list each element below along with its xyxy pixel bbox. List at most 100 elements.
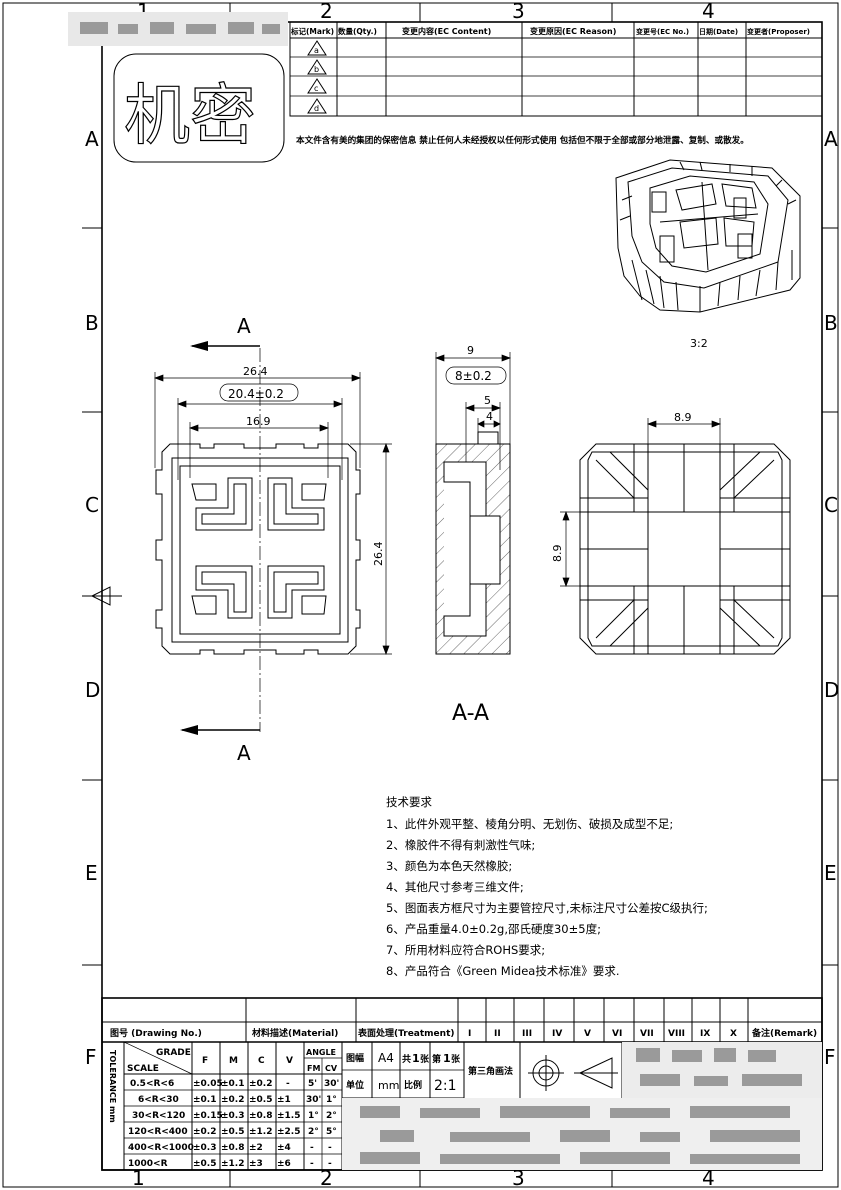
row-5-f: ±0.3 (193, 1143, 216, 1153)
revision-table (289, 21, 823, 117)
treatment-label: 表面处理(Treatment) (357, 1027, 455, 1039)
grade-col-f: F (202, 1056, 208, 1066)
row-5-cv: - (328, 1143, 332, 1153)
drawing-no-label: 图号 (Drawing No.) (110, 1028, 202, 1039)
isometric-view (615, 159, 801, 313)
projection-label: 第三角画法 (468, 1065, 513, 1077)
zone-letter-right-c: C (824, 493, 838, 517)
tolerance-row-4: 120<R<400 ±0.2 ±0.5 ±1.2 ±2.5 2° 5° (128, 1127, 337, 1137)
remark-label: 备注(Remark) (751, 1027, 817, 1039)
requirement-6: 6、产品重量4.0±0.2g,邵氏硬度30±5度; (386, 922, 601, 936)
rev-header-mark: 标记(Mark) (290, 26, 334, 36)
angle-col-cv: CV (325, 1064, 338, 1073)
dim-outer-width: 26.4 (243, 365, 268, 378)
tolerance-row-2: 6<R<30 ±0.1 ±0.2 ±0.5 ±1 30' 1° (138, 1095, 337, 1105)
front-view-dims (154, 372, 392, 655)
row-6-range: 1000<R (128, 1159, 168, 1169)
dim-box-width: 20.4±0.2 (228, 387, 284, 401)
row-6-m: ±1.2 (221, 1159, 244, 1169)
row-5-range: 400<R<1000 (128, 1143, 194, 1153)
row-1-c: ±0.2 (249, 1079, 272, 1089)
sheets-total-label: 共 (402, 1053, 411, 1065)
third-angle-projection-icon (528, 1055, 618, 1091)
sheets-total-value: 1 (412, 1052, 420, 1065)
requirements-title: 技术要求 (386, 795, 432, 809)
grade-col-v: V (286, 1056, 293, 1066)
row-4-c: ±1.2 (249, 1127, 272, 1137)
back-view-dims (560, 418, 721, 587)
blurred-title-area (342, 1042, 822, 1170)
zone-number-top-3: 3 (512, 0, 525, 23)
dim-step4: 4 (486, 410, 493, 423)
zone-letter-left-c: C (85, 493, 99, 517)
rev-header-ecno: 变更号(EC No.) (636, 27, 689, 36)
zone-letter-left-b: B (85, 311, 99, 335)
requirement-2: 2、橡胶件不得有刺激性气味; (386, 838, 535, 852)
row-5-fm: - (310, 1143, 314, 1153)
front-view (155, 443, 361, 655)
scale-ratio-value: 2:1 (434, 1078, 457, 1094)
sheet-no-suffix: 张 (451, 1053, 461, 1065)
iso-scale-label: 3:2 (690, 337, 708, 350)
dim-height: 26.4 (372, 542, 385, 567)
rev-header-reason: 变更原因(EC Reason) (530, 26, 616, 36)
row-2-f: ±0.1 (193, 1095, 216, 1105)
roman-x: X (730, 1029, 737, 1039)
sheet-no-label: 第 (432, 1053, 441, 1065)
row-3-cv: 2° (326, 1111, 337, 1121)
row-5-c: ±2 (249, 1143, 263, 1153)
rev-header-proposer: 变更者(Proposer) (747, 27, 810, 36)
zone-number-bottom-1: 1 (132, 1166, 145, 1190)
row-4-fm: 2° (308, 1127, 319, 1137)
dim-back-width: 8.9 (674, 411, 692, 424)
dim-step5: 5 (484, 394, 491, 407)
row-3-range: 30<R<120 (132, 1111, 185, 1121)
grade-col-c: C (258, 1056, 265, 1066)
rev-header-qty: 数量(Qty.) (338, 26, 377, 36)
rev-mark-c: c (314, 84, 318, 93)
zone-letter-left-f: F (85, 1045, 97, 1069)
zone-number-top-4: 4 (702, 0, 715, 23)
tolerance-label: TOLERANCE mm (108, 1050, 117, 1123)
row-4-f: ±0.2 (193, 1127, 216, 1137)
grade-label: GRADE (156, 1048, 191, 1058)
rev-mark-triangles (307, 40, 327, 114)
rev-mark-a: a (314, 46, 319, 55)
zone-letter-right-e: E (824, 861, 837, 885)
row-4-cv: 5° (326, 1127, 337, 1137)
rev-mark-b: b (314, 65, 319, 74)
grade-col-m: M (229, 1056, 238, 1066)
roman-i: I (468, 1029, 471, 1039)
zone-ticks (82, 3, 838, 1187)
unit-value: mm (378, 1079, 399, 1092)
row-3-m: ±0.3 (221, 1111, 244, 1121)
row-2-fm: 30' (306, 1095, 321, 1105)
confidential-stamp-text: 机密 (124, 77, 256, 154)
row-6-fm: - (310, 1159, 314, 1169)
row-2-c: ±0.5 (249, 1095, 272, 1105)
row-5-v: ±4 (277, 1143, 291, 1153)
row-2-v: ±1 (277, 1095, 291, 1105)
section-label-bottom: A (237, 741, 251, 765)
zone-number-bottom-2: 2 (320, 1166, 333, 1190)
angle-label: ANGLE (306, 1048, 336, 1057)
zone-letter-right-b: B (824, 311, 838, 335)
row-6-f: ±0.5 (193, 1159, 216, 1169)
row-1-range: 0.5<R<6 (130, 1079, 174, 1089)
scale-ratio-label: 比例 (404, 1079, 422, 1091)
row-1-fm: 5' (308, 1079, 317, 1089)
requirement-3: 3、颜色为本色天然橡胶; (386, 859, 512, 873)
roman-vi: VI (612, 1029, 622, 1039)
sheet-size-value: A4 (378, 1051, 394, 1065)
rev-header-content: 变更内容(EC Content) (402, 26, 491, 36)
sheets-total-suffix: 张 (420, 1053, 430, 1065)
zone-number-bottom-3: 3 (512, 1166, 525, 1190)
tolerance-row-3: 30<R<120 ±0.15 ±0.3 ±0.8 ±1.5 1° 2° (132, 1111, 337, 1121)
section-line-a (180, 341, 261, 735)
row-6-v: ±6 (277, 1159, 291, 1169)
zone-letter-right-f: F (824, 1045, 836, 1069)
sheet-no-value: 1 (443, 1052, 451, 1065)
requirement-1: 1、此件外观平整、棱角分明、无划伤、破损及成型不足; (386, 817, 673, 831)
requirement-4: 4、其他尺寸参考三维文件; (386, 880, 524, 894)
